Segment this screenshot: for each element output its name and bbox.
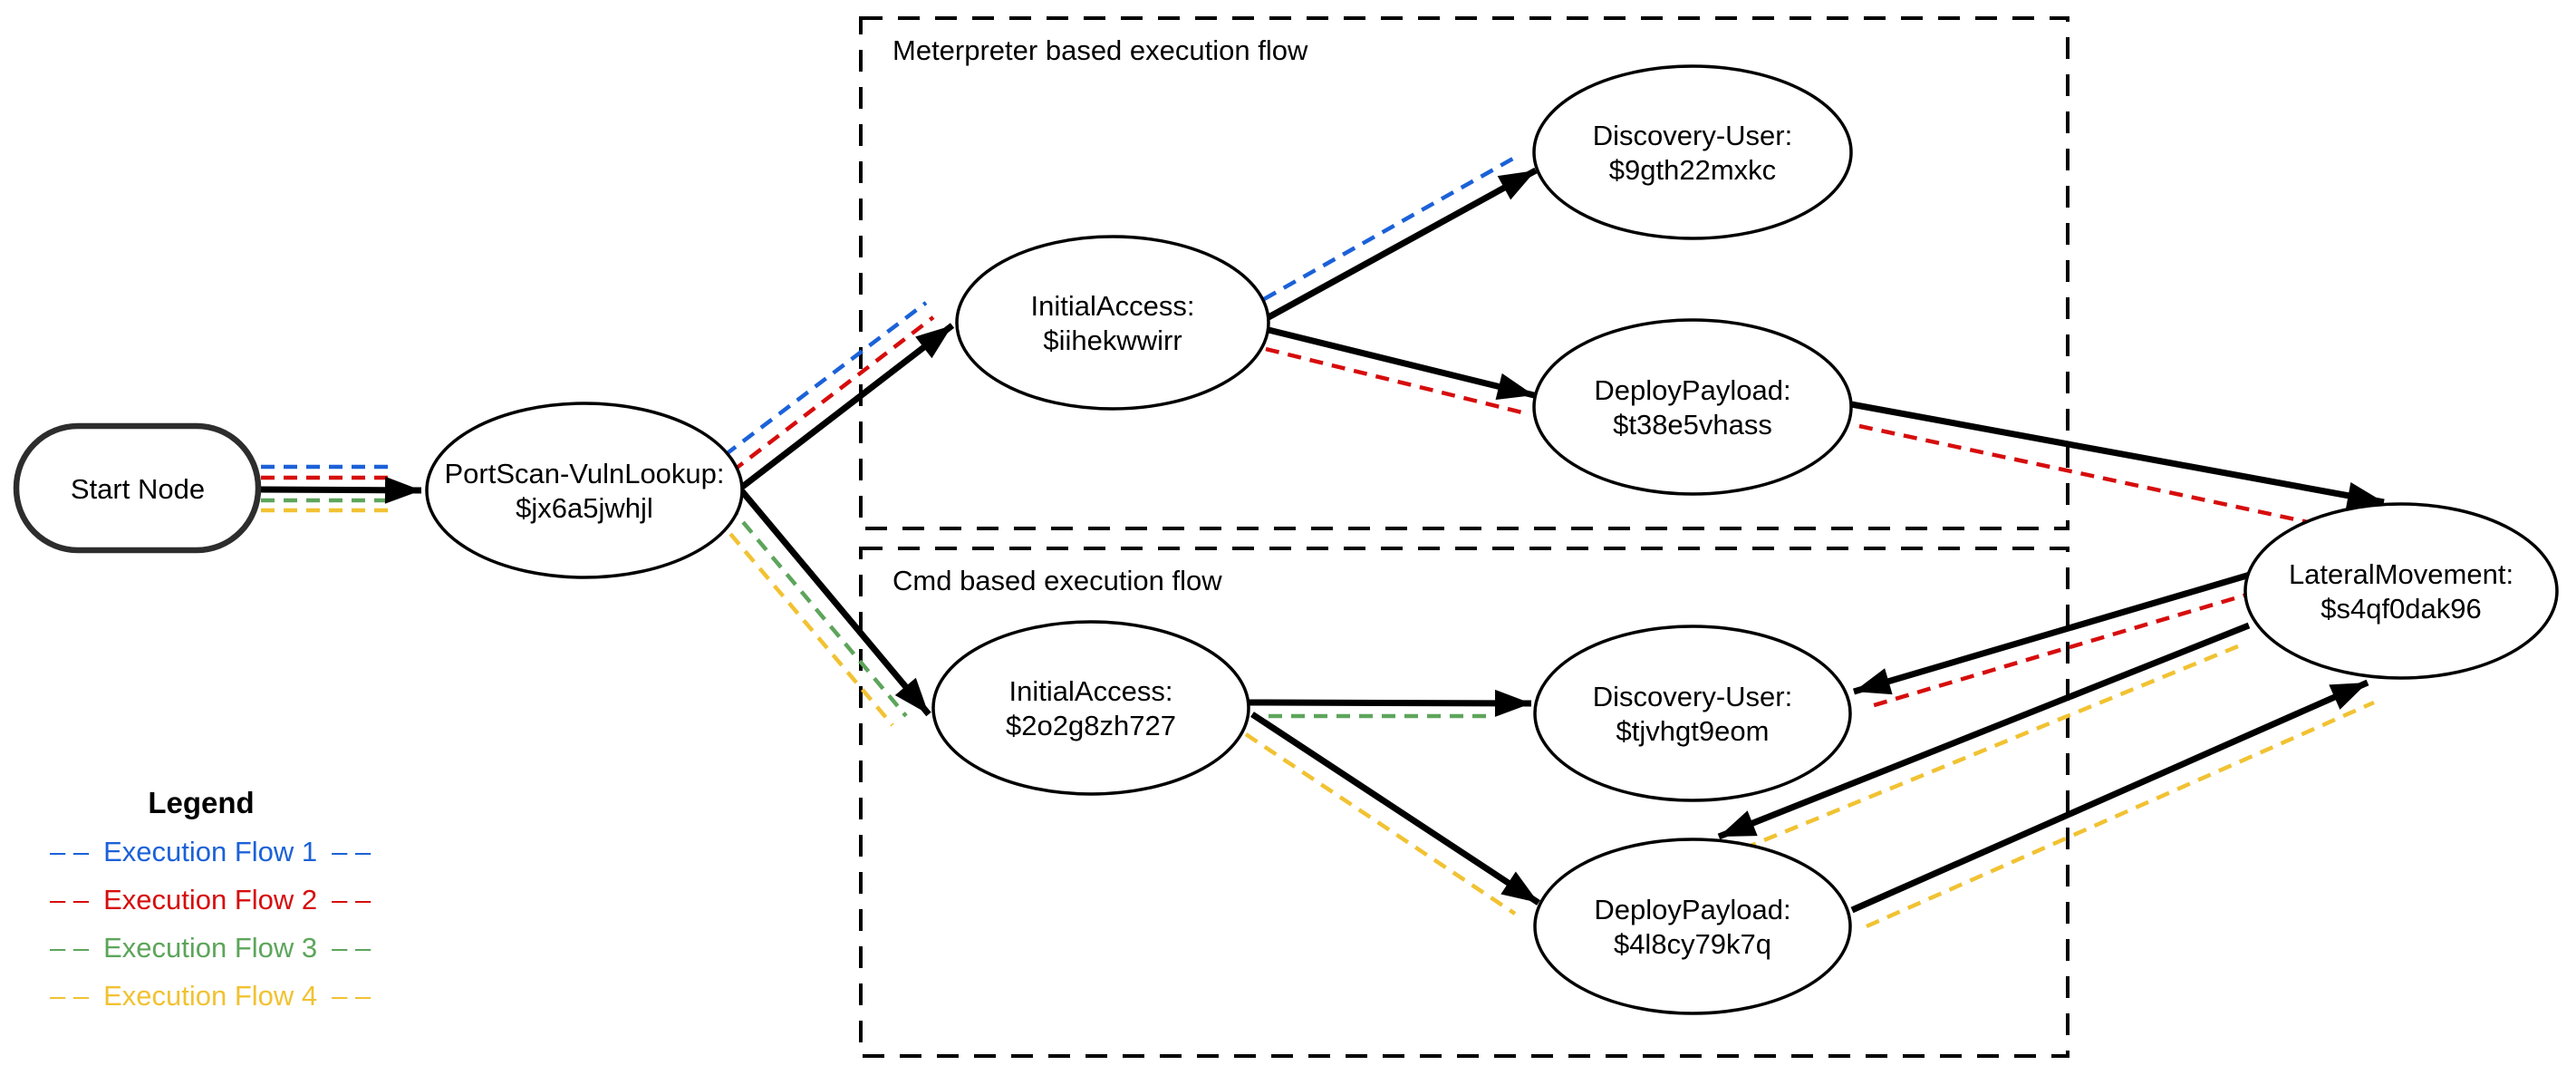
legend-item-flow4: – – Execution Flow 4 – – — [50, 980, 371, 1012]
group-meterpreter-title: Meterpreter based execution flow — [892, 34, 1308, 66]
edge-lateralmovement-to-discoveryuser2 — [1853, 569, 2257, 695]
flow3-segment — [727, 503, 908, 718]
node-start-label: Start Node — [71, 473, 205, 505]
node-deploypayload-meterpreter: DeployPayload: $t38e5vhass — [1532, 318, 1853, 496]
flow1-path — [261, 154, 1520, 470]
edge-initialaccess2-to-discoveryuser2 — [1249, 689, 1532, 717]
node-lateralmovement: LateralMovement: $s4qf0dak96 — [2243, 502, 2559, 680]
node-deploypayload2-shape — [1533, 838, 1852, 1015]
group-cmd: Cmd based execution flow — [859, 547, 2069, 1058]
edge-deploypayload2-to-lateralmovement — [1850, 679, 2369, 914]
node-discoveryuser1-id: $9gth22mxkc — [1609, 154, 1776, 186]
node-portscan-label: PortScan-VulnLookup: — [444, 458, 724, 489]
flow4-segment — [1244, 732, 1517, 915]
node-start-shape — [13, 422, 262, 554]
node-deploypayload1-id: $t38e5vhass — [1613, 409, 1772, 441]
node-discoveryuser2-id: $tjvhgt9eom — [1616, 715, 1770, 747]
legend-dash: – – — [50, 836, 90, 867]
flow2-segment — [1858, 423, 2339, 531]
group-cmd-title: Cmd based execution flow — [892, 565, 1222, 596]
legend-dash: – – — [332, 980, 371, 1012]
legend-label: Execution Flow 3 — [103, 932, 317, 964]
node-deploypayload2-label: DeployPayload: — [1594, 894, 1790, 925]
node-initialaccess2-label: InitialAccess: — [1009, 675, 1173, 707]
node-start: Start Node — [13, 422, 262, 554]
edge-initialaccess2-to-deploypayload2 — [1250, 712, 1540, 906]
node-initialaccess-meterpreter: InitialAccess: $iihekwwirr — [955, 235, 1270, 411]
node-lateralmovement-id: $s4qf0dak96 — [2320, 593, 2482, 625]
node-lateralmovement-shape — [2243, 502, 2559, 680]
node-discovery-user-meterpreter: Discovery-User: $9gth22mxkc — [1532, 64, 1853, 240]
edge-initialaccess1-to-discoveryuser1 — [1267, 167, 1538, 321]
legend-item-flow2: – – Execution Flow 2 – – — [50, 884, 371, 915]
edge-portscan-to-initialaccess1 — [738, 323, 955, 490]
edges — [258, 167, 2385, 914]
legend-dash: – – — [332, 932, 371, 964]
group-meterpreter: Meterpreter based execution flow — [859, 16, 2069, 530]
legend-item-flow1: – – Execution Flow 1 – – — [50, 836, 371, 867]
node-deploypayload-cmd: DeployPayload: $4l8cy79k7q — [1533, 838, 1852, 1015]
node-initialaccess2-shape — [931, 620, 1250, 796]
group-meterpreter-border — [859, 16, 2069, 530]
edge-initialaccess1-to-deploypayload1 — [1268, 326, 1535, 401]
legend-label: Execution Flow 4 — [103, 980, 317, 1012]
node-portscan-vulnlookup: PortScan-VulnLookup: $jx6a5jwhjl — [425, 402, 744, 579]
legend-dash: – – — [50, 980, 90, 1012]
flow4-segment — [1866, 700, 2375, 929]
node-discoveryuser2-label: Discovery-User: — [1593, 681, 1792, 712]
flow4-segment — [714, 515, 894, 727]
node-discoveryuser1-shape — [1532, 64, 1853, 240]
legend-dash: – – — [50, 884, 90, 915]
legend-item-flow3: – – Execution Flow 3 – – — [50, 932, 371, 964]
legend-dash: – – — [332, 884, 371, 915]
node-discoveryuser2-shape — [1533, 625, 1852, 802]
node-portscan-id: $jx6a5jwhjl — [516, 492, 653, 524]
flow2-segment — [730, 315, 935, 473]
legend-dash: – – — [332, 836, 371, 867]
flow2-path — [261, 315, 2339, 709]
flow1-segment — [1262, 154, 1520, 301]
flow4-path — [261, 508, 2375, 929]
legend-dash: – – — [50, 932, 90, 964]
edge-portscan-to-initialaccess2 — [739, 489, 931, 717]
node-initialaccess1-id: $iihekwwirr — [1043, 325, 1182, 356]
node-deploypayload1-shape — [1532, 318, 1853, 496]
flow1-segment — [723, 301, 928, 457]
flow2-segment — [1870, 589, 2257, 709]
edge-lateralmovement-to-deploypayload2 — [1717, 622, 2251, 840]
flow3-path — [261, 498, 1493, 719]
legend-label: Execution Flow 2 — [103, 884, 317, 915]
node-deploypayload1-label: DeployPayload: — [1594, 374, 1790, 406]
node-initialaccess1-shape — [955, 235, 1270, 411]
legend: Legend – – Execution Flow 1 – – – – Executi… — [50, 786, 371, 1012]
node-discovery-user-cmd: Discovery-User: $tjvhgt9eom — [1533, 625, 1852, 802]
legend-title: Legend — [148, 786, 254, 819]
legend-label: Execution Flow 1 — [103, 836, 317, 867]
node-initialaccess2-id: $2o2g8zh727 — [1006, 710, 1176, 741]
node-deploypayload2-id: $4l8cy79k7q — [1614, 928, 1771, 960]
node-lateralmovement-label: LateralMovement: — [2289, 558, 2513, 590]
edge-start-to-portscan — [258, 476, 422, 504]
edge-deploypayload1-to-lateralmovement — [1850, 401, 2385, 509]
node-initialaccess1-label: InitialAccess: — [1031, 290, 1195, 322]
group-cmd-border — [859, 547, 2069, 1058]
node-discoveryuser1-label: Discovery-User: — [1593, 120, 1792, 151]
node-portscan-shape — [425, 402, 744, 579]
node-initialaccess-cmd: InitialAccess: $2o2g8zh727 — [931, 620, 1250, 796]
